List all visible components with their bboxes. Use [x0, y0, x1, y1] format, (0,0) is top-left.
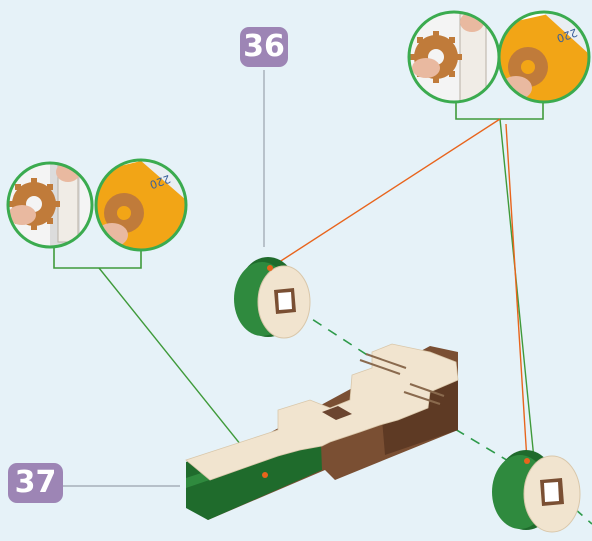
- step-number-badge-36: 36: [240, 27, 288, 67]
- orange-leader-to-left-wheel: [505, 123, 528, 462]
- left-callout-gear-circle: [6, 161, 94, 249]
- left-callout-bracket: [53, 248, 142, 269]
- right-callout-glue-circle: 220: [497, 10, 591, 104]
- left-callout-glue-circle: 220: [94, 158, 188, 252]
- right-callout-gear-circle: [407, 10, 501, 104]
- cross-body-part: [185, 343, 459, 520]
- cross-square-hole: [322, 406, 352, 420]
- step-number-badge-37: 37: [8, 463, 63, 503]
- spool-wheel-top: [234, 257, 311, 339]
- left-callout-leader: [98, 267, 266, 476]
- right-callout-leader-orange: [269, 118, 501, 269]
- spool-wheel-bottom: [492, 450, 581, 533]
- right-callout-bracket: [455, 100, 544, 120]
